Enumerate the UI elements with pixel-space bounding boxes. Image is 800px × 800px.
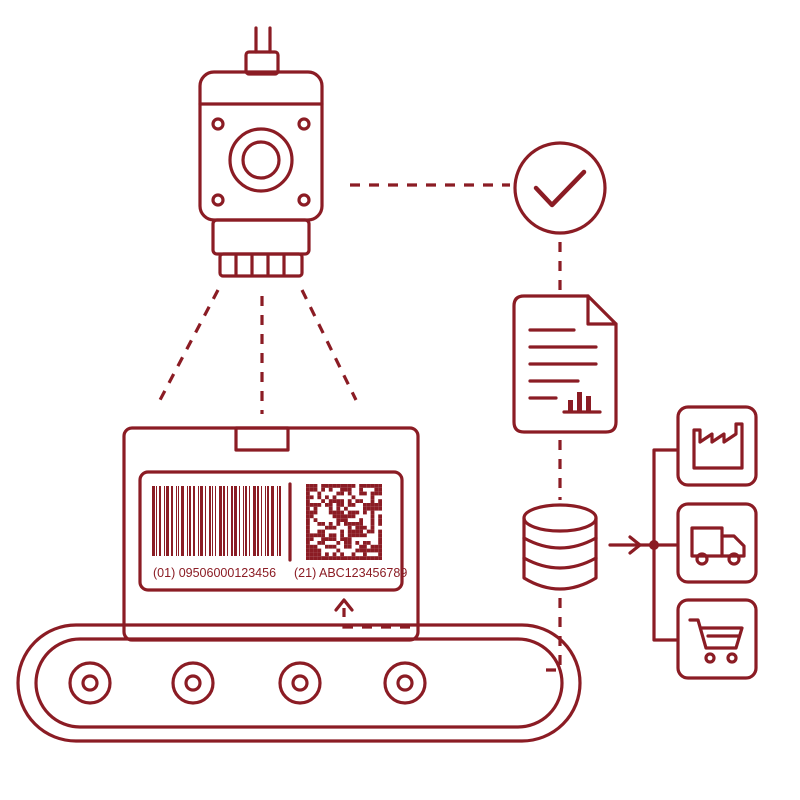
verification-return-arrow <box>334 598 410 629</box>
conveyor-roller <box>383 661 427 705</box>
conveyor-belt <box>16 623 582 743</box>
datamatrix-code <box>306 484 382 560</box>
gtin-label: (01) 09506000123456 <box>153 566 276 580</box>
conveyor-roller <box>68 661 112 705</box>
serial-label: (21) ABC123456789 <box>294 566 407 580</box>
database-to-distribution-arrow <box>608 535 642 555</box>
conveyor-roller <box>171 661 215 705</box>
linear-barcode <box>152 486 281 556</box>
conveyor-roller <box>278 661 322 705</box>
truck-icon <box>676 502 758 584</box>
database-to-conveyor-connector <box>540 598 562 672</box>
check-circle-icon <box>513 141 607 235</box>
database-icon <box>522 503 598 591</box>
product-label: (01) 09506000123456 (21) ABC123456789 <box>138 470 407 592</box>
camera-scan-lines <box>158 289 358 414</box>
factory-icon <box>676 405 758 487</box>
report-document-icon <box>512 294 618 434</box>
shopping-cart-icon <box>676 598 758 680</box>
distribution-branch-lines <box>638 448 678 642</box>
industrial-camera-icon <box>198 26 324 278</box>
